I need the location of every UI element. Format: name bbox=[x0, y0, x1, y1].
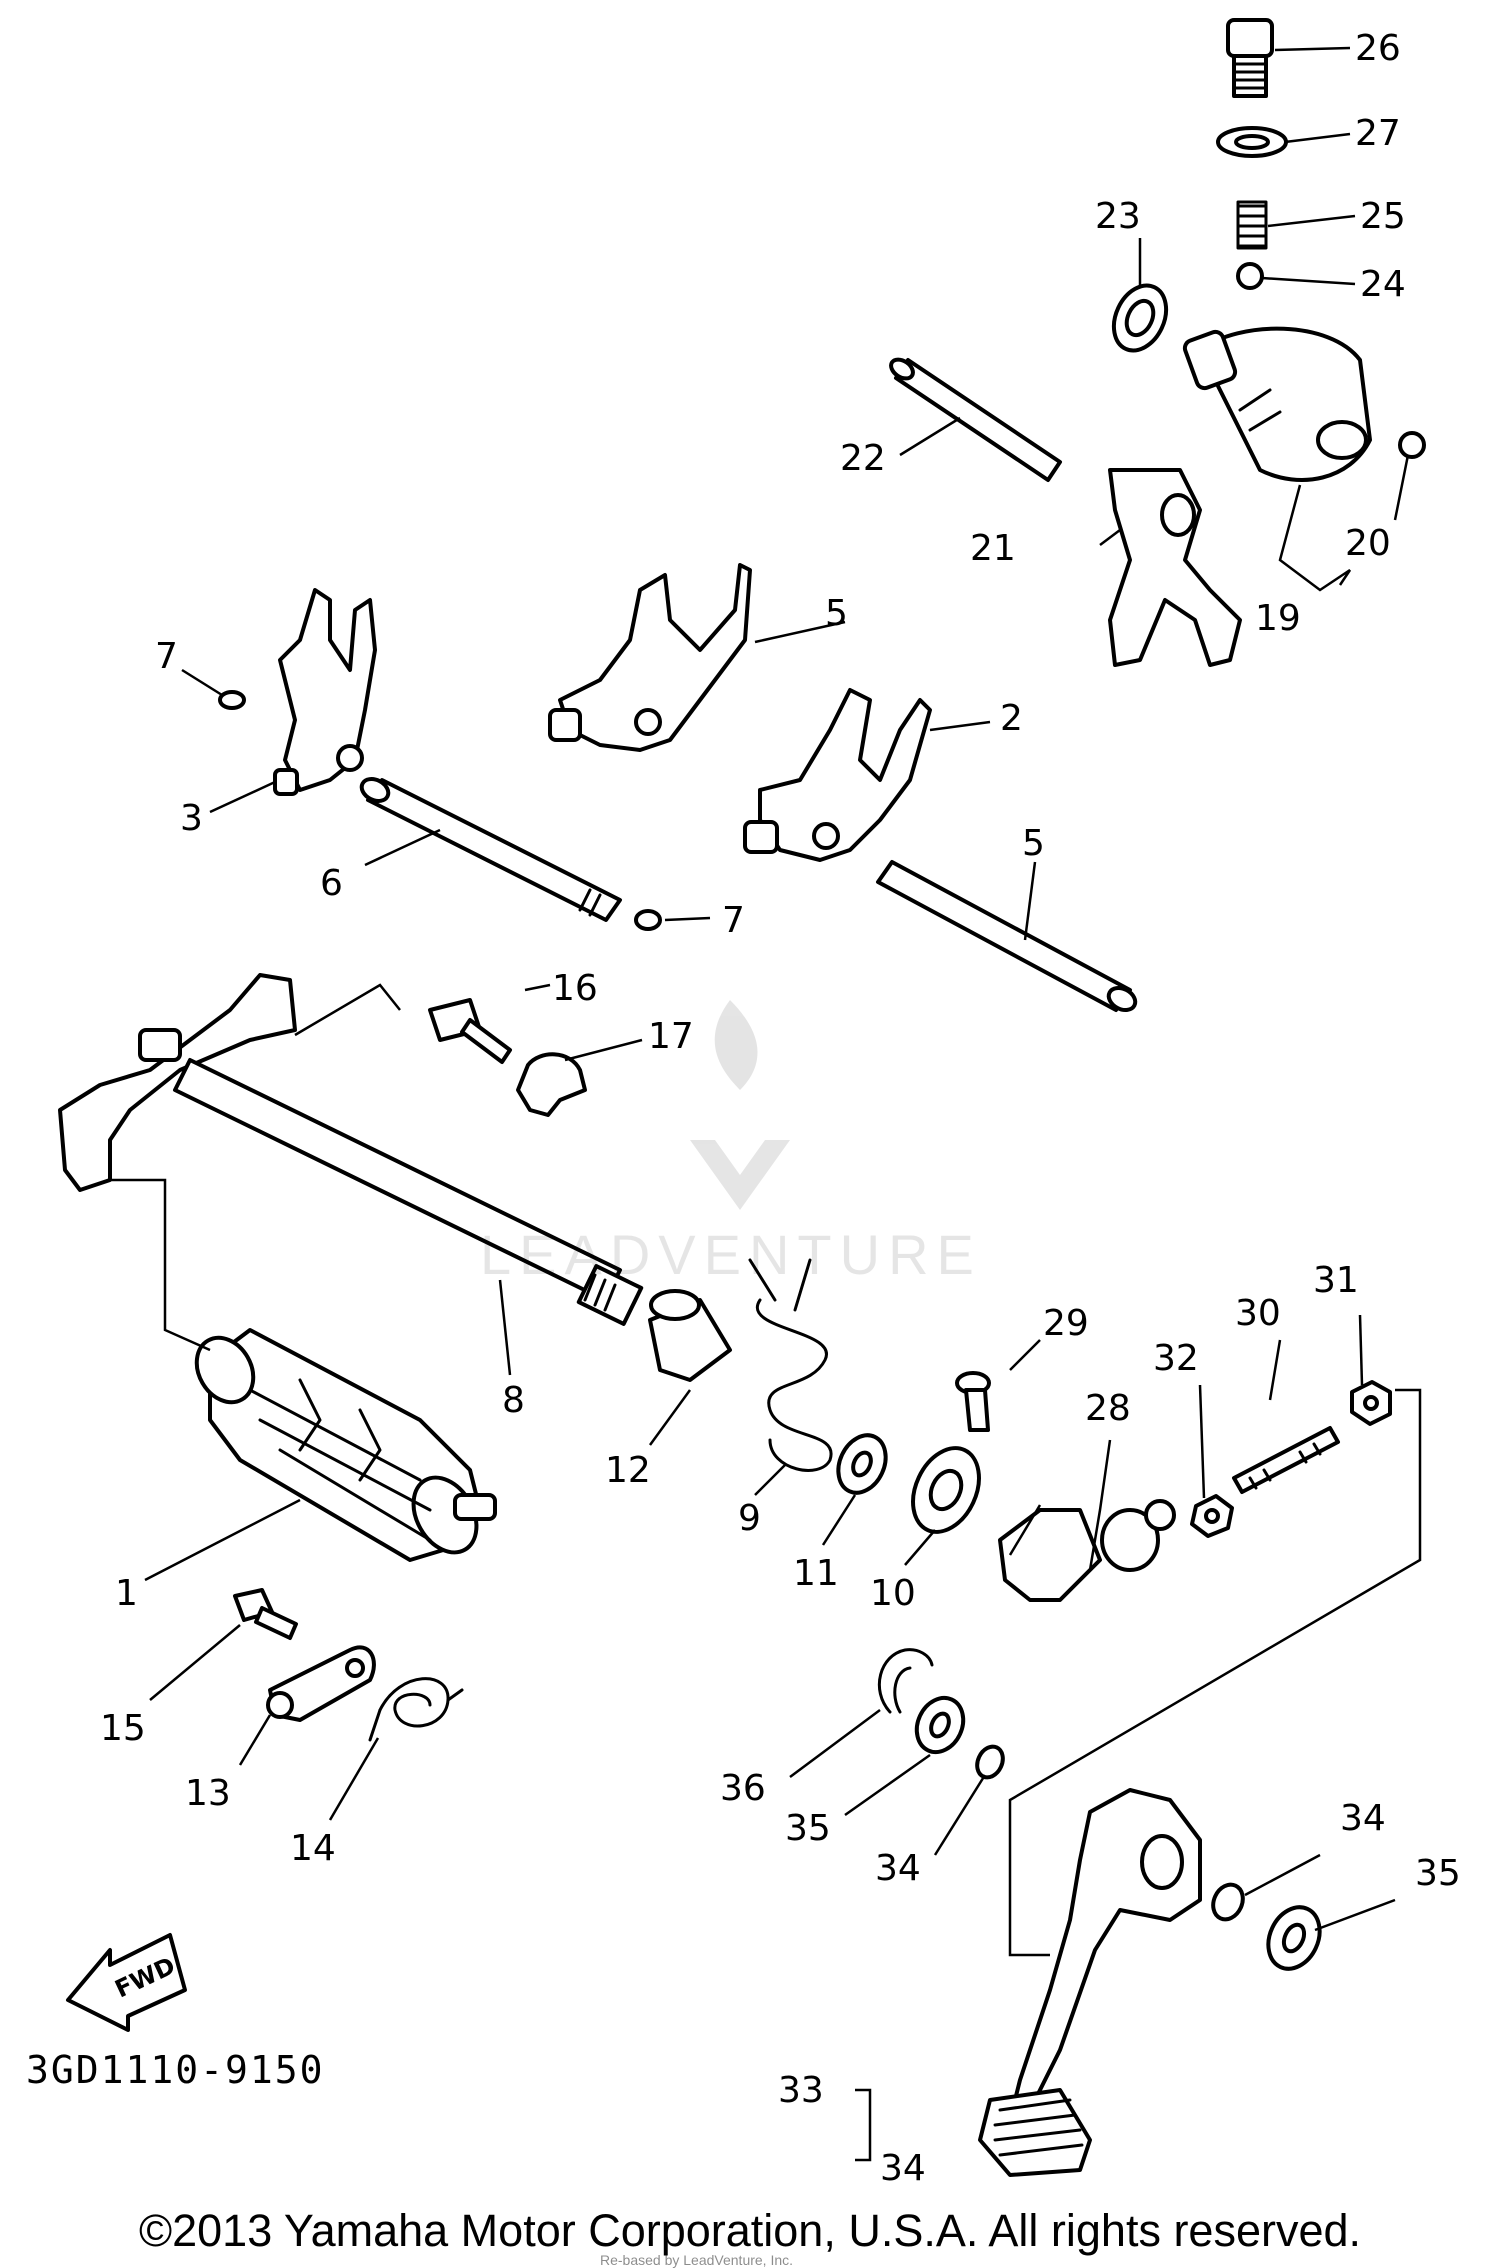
part-18-segment bbox=[1182, 326, 1372, 482]
part-32-shift-pedal bbox=[1008, 1788, 1202, 2122]
callout-9: 9 bbox=[738, 1498, 761, 1539]
callout-32: 33 bbox=[778, 2070, 824, 2111]
sub-credit: Re-based by LeadVenture, Inc. bbox=[600, 2252, 794, 2268]
callout-8: 8 bbox=[502, 1380, 525, 1421]
part-14-spring bbox=[368, 1677, 464, 1742]
part-2-fork bbox=[743, 688, 932, 862]
callout-7-lower: 7 bbox=[722, 900, 745, 941]
part-29-rod bbox=[1232, 1426, 1340, 1494]
fwd-arrow-icon: FWD bbox=[66, 1933, 187, 2032]
callout-12: 12 bbox=[605, 1450, 651, 1491]
part-12-collar bbox=[648, 1289, 732, 1382]
callout-3: 3 bbox=[180, 798, 203, 839]
part-36-circlip bbox=[877, 1648, 934, 1714]
part-22-bearing bbox=[1111, 283, 1169, 353]
part-11-washer bbox=[836, 1433, 888, 1495]
callout-13: 13 bbox=[185, 1773, 231, 1814]
part-34-oring-right bbox=[1211, 1882, 1245, 1922]
callout-11: 11 bbox=[793, 1553, 839, 1594]
callout-16: 16 bbox=[552, 968, 598, 1009]
part-16-bolt bbox=[428, 998, 512, 1064]
part-10-bearing bbox=[911, 1446, 981, 1534]
callout-35-right: 35 bbox=[1415, 1853, 1461, 1894]
watermark-logo bbox=[690, 1000, 790, 1210]
part-1-shift-drum bbox=[194, 1328, 497, 1562]
callout-15: 15 bbox=[100, 1708, 146, 1749]
part-9-spring bbox=[748, 1258, 833, 1472]
part-35-washer-left bbox=[914, 1695, 966, 1755]
callout-34-right: 34 bbox=[1340, 1798, 1386, 1839]
part-28-bolt bbox=[955, 1371, 991, 1432]
callout-7-upper: 7 bbox=[155, 636, 178, 677]
callout-6: 6 bbox=[320, 863, 343, 904]
callout-27: 28 bbox=[1085, 1388, 1131, 1429]
part-8-shift-shaft bbox=[58, 973, 644, 1326]
callout-labels: 26 27 25 24 23 20 19 21 22 5 2 7 3 6 7 5… bbox=[100, 28, 1461, 2189]
callout-35-left: 35 bbox=[785, 1808, 831, 1849]
callout-10: 10 bbox=[870, 1573, 916, 1614]
callout-21: 22 bbox=[840, 438, 886, 479]
part-7-clip-lower bbox=[634, 909, 662, 931]
callout-19: 20 bbox=[1345, 523, 1391, 564]
callout-5: 5 bbox=[1022, 823, 1045, 864]
callout-22: 23 bbox=[1095, 196, 1141, 237]
callout-14: 14 bbox=[290, 1828, 336, 1869]
part-21-shaft bbox=[889, 357, 1062, 482]
callout-36: 36 bbox=[720, 1768, 766, 1809]
part-5-shaft bbox=[876, 860, 1138, 1013]
part-7-clip-upper bbox=[218, 690, 246, 710]
part-19-pin bbox=[1398, 431, 1426, 459]
watermark-text: LEADVENTURE bbox=[480, 1223, 982, 1286]
copyright-notice: ©2013 Yamaha Motor Corporation, U.S.A. A… bbox=[138, 2205, 1362, 2256]
part-15-bolt bbox=[233, 1588, 298, 1640]
part-13-stopper-lever bbox=[266, 1645, 376, 1722]
callout-17: 17 bbox=[648, 1016, 694, 1057]
part-26-washer bbox=[1216, 126, 1288, 158]
part-4-fork bbox=[548, 563, 752, 752]
callout-25: 26 bbox=[1355, 28, 1401, 69]
diagram-code: 3GD1110-9150 bbox=[26, 2048, 325, 2092]
callout-23: 24 bbox=[1360, 264, 1406, 305]
part-20-fork bbox=[1108, 468, 1242, 667]
callout-34-left: 34 bbox=[875, 1848, 921, 1889]
callout-24: 25 bbox=[1360, 196, 1406, 237]
part-27-lever bbox=[998, 1499, 1176, 1602]
callout-lines bbox=[110, 46, 1422, 2162]
callout-33: 34 bbox=[880, 2148, 926, 2189]
callout-26: 27 bbox=[1355, 113, 1401, 154]
callout-4: 5 bbox=[825, 593, 848, 634]
part-35-washer-right bbox=[1266, 1905, 1322, 1971]
part-25-bolt bbox=[1226, 18, 1274, 98]
callout-29: 30 bbox=[1235, 1293, 1281, 1334]
part-30-nut bbox=[1350, 1380, 1392, 1426]
part-23-ball bbox=[1236, 262, 1264, 290]
part-34-oring-left bbox=[975, 1744, 1005, 1780]
part-31-nut bbox=[1190, 1494, 1234, 1538]
part-24-spring bbox=[1236, 200, 1268, 250]
part-6-shaft bbox=[359, 777, 622, 922]
part-17-plate bbox=[516, 1052, 587, 1117]
callout-30: 31 bbox=[1313, 1260, 1359, 1301]
callout-28: 29 bbox=[1043, 1303, 1089, 1344]
callout-1: 1 bbox=[115, 1573, 138, 1614]
callout-20: 21 bbox=[970, 528, 1016, 569]
part-33-pedal-rubber bbox=[978, 2088, 1092, 2177]
callout-31: 32 bbox=[1153, 1338, 1199, 1379]
callout-2: 2 bbox=[1000, 698, 1023, 739]
callout-18: 19 bbox=[1255, 598, 1301, 639]
part-3-fork bbox=[273, 588, 377, 796]
